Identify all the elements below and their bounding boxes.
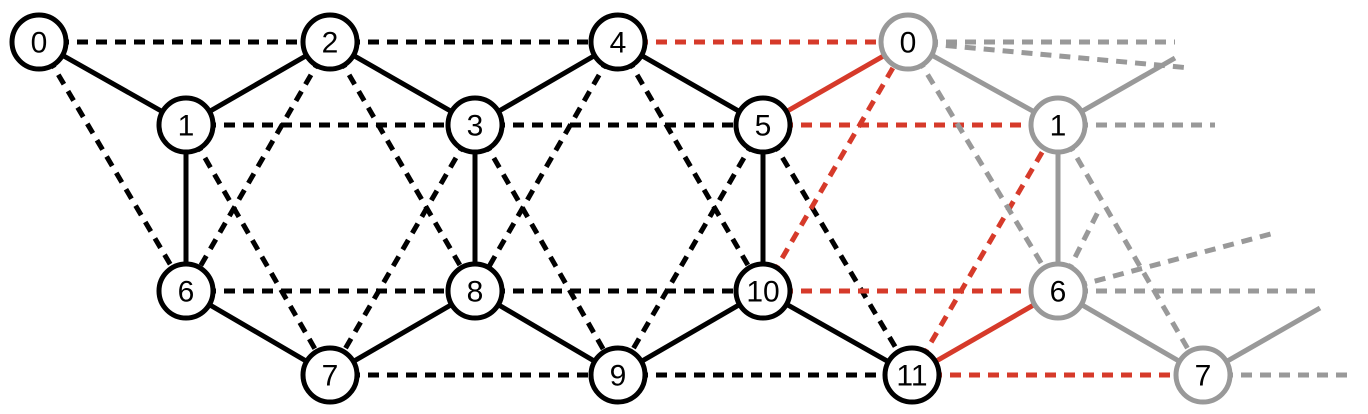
node-circle [300,12,360,72]
node-n2: 2 [300,12,360,72]
node-p6: 6 [1028,261,1088,321]
edge-n2-n8-dashed [327,40,478,293]
node-p0: 0 [878,12,938,72]
edge-n5-n9-dashed [615,123,766,377]
node-circle [156,95,216,155]
edge-p1-p7-dashed [1055,123,1206,377]
node-n11: 11 [882,345,942,405]
node-label: 10 [746,276,779,309]
edge-p0-stub_d-dashed [907,39,1191,71]
node-label: 11 [896,360,927,393]
node-n7: 7 [300,345,360,405]
node-circle [445,95,505,155]
node-circle [588,345,648,405]
node-label: 7 [1195,360,1212,393]
node-label: 1 [178,110,195,143]
node-n0: 0 [9,12,69,72]
edge-n4-n8-dashed [472,40,621,293]
node-circle [9,12,69,72]
node-circle [588,12,648,72]
edge-p6-stub_f-dashed [1057,229,1279,294]
node-circle [156,261,216,321]
node-label: 3 [467,110,484,143]
node-circle [733,261,793,321]
node-n8: 8 [445,261,505,321]
edge-p0-p6-dashed [905,40,1061,293]
node-n9: 9 [588,345,648,405]
node-n3: 3 [445,95,505,155]
node-label: 5 [755,110,772,143]
node-circle [1028,261,1088,321]
edge-n11-p1-dashed [909,123,1061,377]
node-label: 4 [610,27,627,60]
edge-n1-n7-dashed [183,123,333,377]
edge-n2-n6-dashed [183,40,333,293]
node-n1: 1 [156,95,216,155]
node-circle [300,345,360,405]
node-n5: 5 [733,95,793,155]
node-label: 8 [467,276,484,309]
node-p1: 1 [1028,95,1088,155]
node-label: 7 [322,360,339,393]
edges-layer [36,39,1355,378]
edge-p6-stub_i-dashed [1055,206,1103,293]
nodes-layer: 0 1 2 3 4 5 6 7 8 9 10 11 0 1 6 7 [9,12,1233,405]
node-label: 6 [178,276,195,309]
node-label: 0 [31,27,48,60]
node-p7: 7 [1173,345,1233,405]
edge-n0-n6-dashed [36,40,189,293]
node-circle [878,12,938,72]
node-circle [733,95,793,155]
node-n4: 4 [588,12,648,72]
edge-n3-n7-dashed [327,123,478,377]
node-label: 0 [900,27,917,60]
node-circle [1028,95,1088,155]
edge-n4-n10-dashed [615,40,766,293]
edge-n3-n9-dashed [472,123,621,377]
node-n10: 10 [733,261,793,321]
node-label: 9 [610,360,627,393]
edge-n5-n11-dashed [760,123,915,377]
node-label: 6 [1050,276,1067,309]
node-label: 1 [1050,110,1067,143]
node-circle [445,261,505,321]
edge-n10-p0-dashed [760,40,911,293]
node-circle [1173,345,1233,405]
node-label: 2 [322,27,339,60]
node-n6: 6 [156,261,216,321]
node-circle [882,345,942,405]
